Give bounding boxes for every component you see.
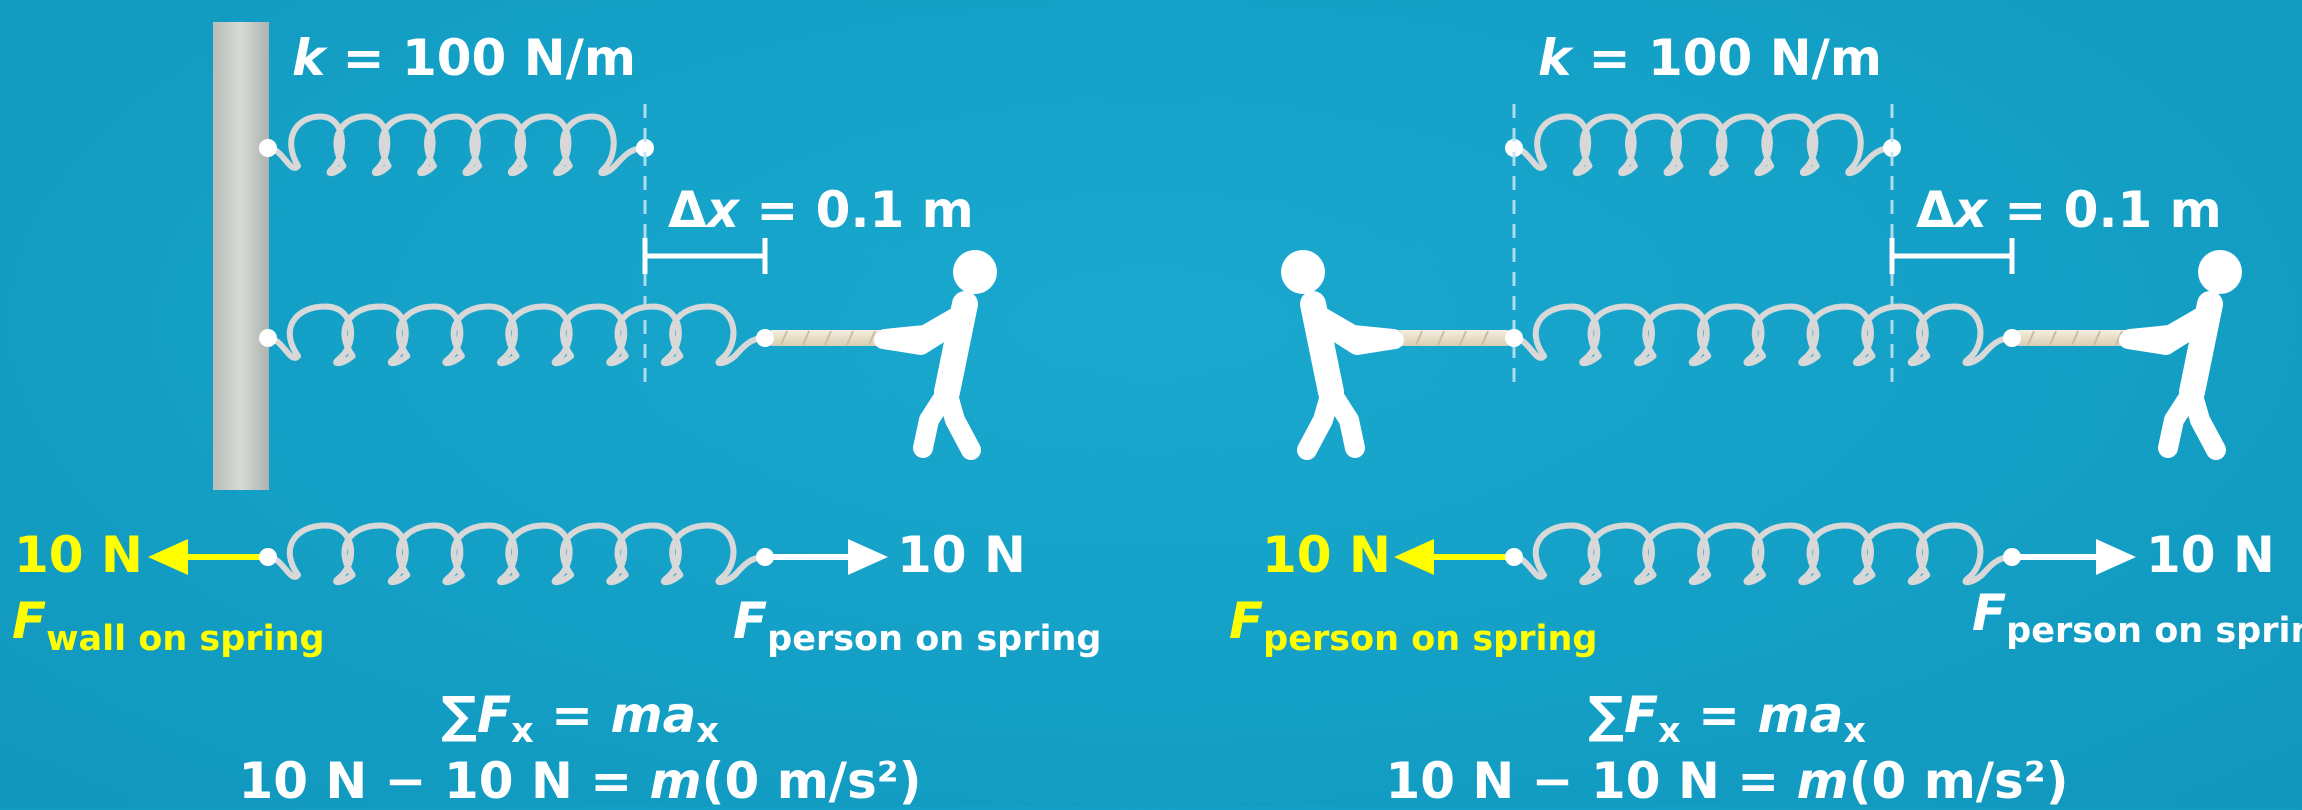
left-pulling-person [874, 250, 997, 460]
right-balance-equation: 10 N − 10 N = m(0 m/s²) [1385, 752, 2069, 810]
rope-body [2012, 330, 2150, 346]
person-arm-front [2119, 313, 2213, 355]
right-free-body-end-right [2003, 548, 2021, 566]
left-stretched-spring [265, 303, 768, 367]
right-right-rope [2012, 330, 2150, 346]
person-leg-front [937, 382, 981, 460]
rope-twist [2093, 330, 2101, 346]
left-free-body-spring [265, 522, 768, 586]
right-free-body-end-left [1505, 548, 1523, 566]
right-displacement-bracket [1889, 238, 2015, 274]
right-stretched-spring-right-end [2003, 329, 2021, 347]
left-rope [765, 330, 905, 346]
rope-twist [2115, 330, 2123, 346]
person-arm-front [874, 313, 968, 355]
person-arm-front [1310, 313, 1404, 355]
right-left-force-arrow [1394, 539, 1514, 575]
left-relaxed-spring-wall-end [259, 139, 277, 157]
person-leg-front [1297, 382, 1341, 460]
right-displacement-label: Δx = 0.1 m [1916, 181, 2222, 239]
rope-twist [1481, 330, 1489, 346]
right-free-body-spring [1511, 522, 2015, 586]
wall [213, 22, 269, 490]
rope-twist [2027, 330, 2035, 346]
right-right-pulling-person [2119, 250, 2242, 460]
person-leg-front [2182, 382, 2226, 460]
right-spring-constant-label: k = 100 N/m [1538, 29, 1882, 87]
rope-twist [1437, 330, 1445, 346]
left-displacement-label: Δx = 0.1 m [668, 181, 974, 239]
rope-twist [2049, 330, 2057, 346]
left-wall-force-arrow [148, 539, 268, 575]
right-newton-equation: ∑Fx = max [1588, 686, 1866, 751]
right-left-force-symbol: Fperson on spring [1229, 592, 1598, 659]
rope-twist [802, 330, 810, 346]
arrow-head [848, 539, 888, 575]
rope-twist [868, 330, 876, 346]
rope-twist [846, 330, 854, 346]
arrow-head [148, 539, 188, 575]
right-relaxed-spring [1511, 113, 1895, 177]
right-stretched-spring [1511, 303, 2015, 367]
left-stretched-spring-wall-end [259, 329, 277, 347]
left-free-body-end-right [756, 548, 774, 566]
arrow-head [1394, 539, 1434, 575]
person-head [953, 250, 997, 294]
right-right-force-symbol: Fperson on spring [1972, 584, 2302, 651]
left-relaxed-spring [265, 113, 648, 177]
rope-body [1378, 330, 1514, 346]
right-right-force-value: 10 N [2146, 526, 2275, 584]
right-relaxed-spring-left-end [1505, 139, 1523, 157]
left-free-body-end-left [259, 548, 277, 566]
right-stretched-spring-left-end [1505, 329, 1523, 347]
left-balance-equation: 10 N − 10 N = m(0 m/s²) [238, 752, 922, 810]
left-person-force-arrow [765, 539, 888, 575]
left-person-force-symbol: Fperson on spring [733, 592, 1102, 659]
right-left-pulling-person [1281, 250, 1404, 460]
rope-twist [1459, 330, 1467, 346]
left-relaxed-spring-free-end [636, 139, 654, 157]
person-head [1281, 250, 1325, 294]
left-stretched-spring-free-end [756, 329, 774, 347]
right-relaxed-spring-right-end [1883, 139, 1901, 157]
left-spring-constant-label: k = 100 N/m [292, 29, 636, 87]
left-wall-force-symbol: Fwall on spring [12, 592, 325, 659]
arrow-head [2096, 539, 2136, 575]
right-left-force-value: 10 N [1262, 526, 1391, 584]
right-right-force-arrow [2012, 539, 2136, 575]
left-newton-equation: ∑Fx = max [441, 686, 719, 751]
rope-twist [780, 330, 788, 346]
left-wall-force-value: 10 N [14, 526, 143, 584]
left-person-force-value: 10 N [897, 526, 1026, 584]
person-head [2198, 250, 2242, 294]
rope-twist [1415, 330, 1423, 346]
left-displacement-bracket [642, 238, 768, 274]
rope-twist [824, 330, 832, 346]
rope-twist [2071, 330, 2079, 346]
